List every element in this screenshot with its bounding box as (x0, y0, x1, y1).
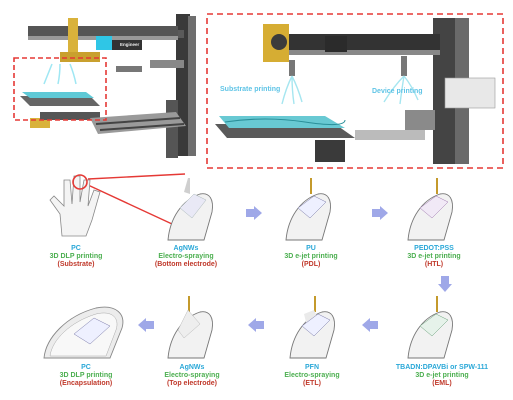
step-caption-2: AgNWs Electro-spraying (Bottom electrode… (130, 245, 242, 270)
printer-overview-illustration (0, 0, 210, 170)
step-caption-1: PC 3D DLP printing (Substrate) (20, 245, 132, 270)
step-3-role: (PDL) (301, 261, 321, 269)
step-8-method: 3D DLP printing (59, 372, 113, 380)
step-2-method: Electro-spraying (158, 253, 214, 261)
finger-render-step-7 (160, 296, 218, 360)
step-2-material: AgNWs (173, 245, 199, 252)
step-2-role: (Bottom electrode) (154, 261, 218, 269)
arrow-right-1 (246, 206, 262, 220)
step-3-method: 3D e-jet printing (284, 253, 338, 261)
step-1-method: 3D DLP printing (49, 253, 103, 261)
finger-render-step-3 (278, 178, 336, 242)
arrow-right-2 (372, 206, 388, 220)
step-1-material: PC (71, 245, 81, 252)
zoomed-printhead-render (205, 12, 505, 170)
step-1-role: (Substrate) (57, 261, 95, 269)
step-6-material: PFN (305, 364, 319, 371)
step-caption-3: PU 3D e-jet printing (PDL) (255, 245, 367, 270)
step-6-method: Electro-spraying (284, 372, 340, 380)
finger-render-step-2 (160, 178, 218, 242)
arrow-left-3 (138, 318, 154, 332)
finger-render-step-5 (400, 296, 458, 360)
step-5-method: 3D e-jet printing (415, 372, 469, 380)
arrow-left-2 (248, 318, 264, 332)
step-8-material: PC (81, 364, 91, 371)
finger-render-step-4 (400, 178, 458, 242)
step-3-material: PU (306, 245, 316, 252)
machine-brand-label: Engineer (120, 42, 140, 47)
step-5-role: (EML) (432, 380, 452, 388)
step-caption-8: PC 3D DLP printing (Encapsulation) (30, 364, 142, 389)
step-caption-6: PFN Electro-spraying (ETL) (256, 364, 368, 389)
step-caption-4: PEDOT:PSS 3D e-jet printing (HTL) (378, 245, 490, 270)
step-4-material: PEDOT:PSS (414, 245, 454, 252)
step-7-method: Electro-spraying (164, 372, 220, 380)
step-7-material: AgNWs (179, 364, 205, 371)
device-printing-label: Device printing (372, 88, 423, 95)
step-7-role: (Top electrode) (166, 380, 218, 388)
step-5-material: TBADN:DPAVBi or SPW-111 (395, 364, 489, 371)
arrow-down (438, 276, 452, 292)
step-4-method: 3D e-jet printing (407, 253, 461, 261)
substrate-printing-label: Substrate printing (220, 86, 281, 93)
step-6-role: (ETL) (303, 380, 321, 388)
finger-render-step-6 (282, 296, 340, 360)
step-8-role: (Encapsulation) (59, 380, 113, 388)
arrow-left-1 (362, 318, 378, 332)
finger-render-step-8 (40, 298, 130, 360)
step-4-role: (HTL) (424, 261, 444, 269)
step-caption-7: AgNWs Electro-spraying (Top electrode) (136, 364, 248, 389)
step-caption-5: TBADN:DPAVBi or SPW-111 3D e-jet printin… (378, 364, 506, 389)
hand-illustration (40, 170, 190, 242)
